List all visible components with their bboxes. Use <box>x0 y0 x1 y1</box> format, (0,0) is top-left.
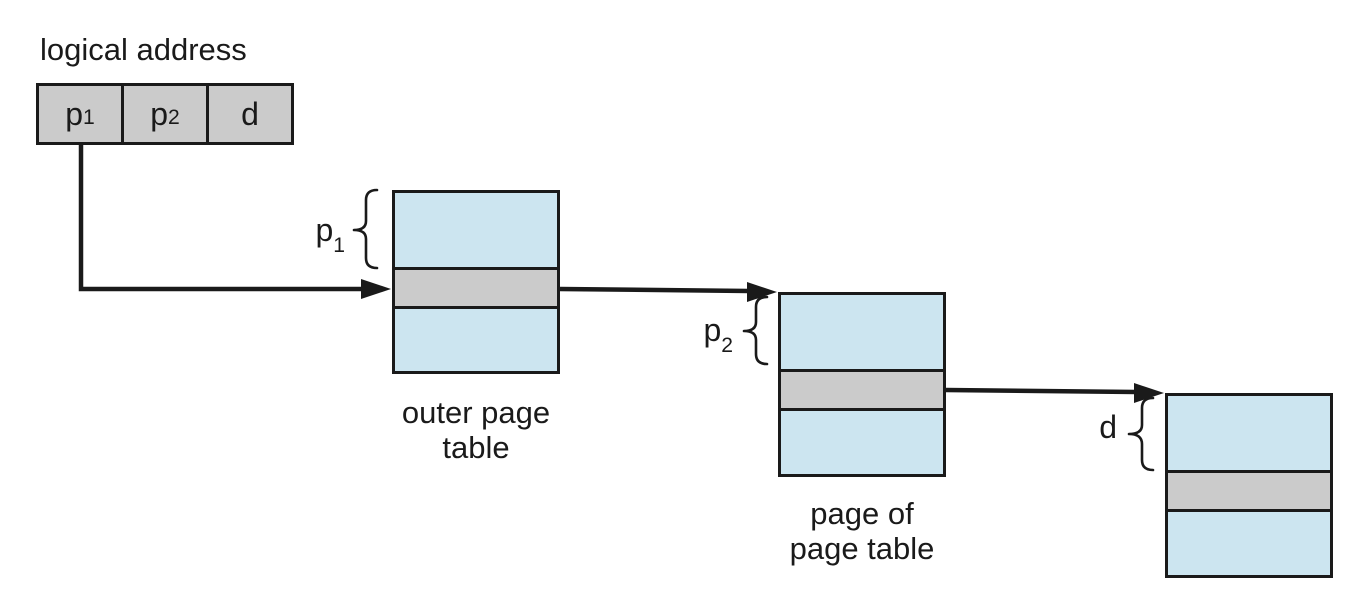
index-label-p2: p2 <box>703 312 733 358</box>
arrow-outer-to-page-table-head <box>747 282 777 302</box>
page-of-page-table-bottom-entries <box>781 411 943 474</box>
outer-page-table <box>392 190 560 374</box>
page-of-page-table-caption-line1: page of <box>810 496 914 531</box>
logical-address-label: logical address <box>40 32 247 67</box>
final-page-bottom-section <box>1168 512 1330 575</box>
final-page-selected-section <box>1168 470 1330 512</box>
arrow-outer-to-page-table <box>559 286 750 294</box>
field-p2-base: p <box>150 95 169 132</box>
outer-page-table-bottom-entries <box>395 309 557 371</box>
final-page-top-section <box>1168 396 1330 470</box>
brace-p1 <box>352 188 379 270</box>
page-of-page-table <box>778 292 946 477</box>
page-of-page-table-top-entries <box>781 295 943 369</box>
field-d-base: d <box>241 95 259 132</box>
index-label-p1: p1 <box>315 212 345 258</box>
arrow-page-table-to-final-page <box>945 387 1137 395</box>
page-of-page-table-caption: page of page table <box>748 496 976 566</box>
outer-page-table-selected-entry <box>395 267 557 309</box>
index-label-d: d <box>1099 409 1117 445</box>
brace-d <box>1127 396 1155 472</box>
page-of-page-table-caption-line2: page table <box>789 530 935 566</box>
field-p1-base: p <box>65 95 84 132</box>
outer-page-table-caption: outer page table <box>362 395 590 465</box>
final-page-table <box>1165 393 1333 578</box>
arrow-page-table-to-final-page-head <box>1134 383 1164 403</box>
brace-p2 <box>742 295 769 366</box>
page-of-page-table-selected-entry <box>781 369 943 411</box>
address-field-d: d <box>209 86 291 142</box>
outer-page-table-caption-line1: outer page <box>401 395 551 430</box>
outer-page-table-top-entries <box>395 193 557 267</box>
outer-page-table-caption-line2: table <box>442 429 510 465</box>
arrow-p1-to-outer-table-head <box>361 279 391 299</box>
